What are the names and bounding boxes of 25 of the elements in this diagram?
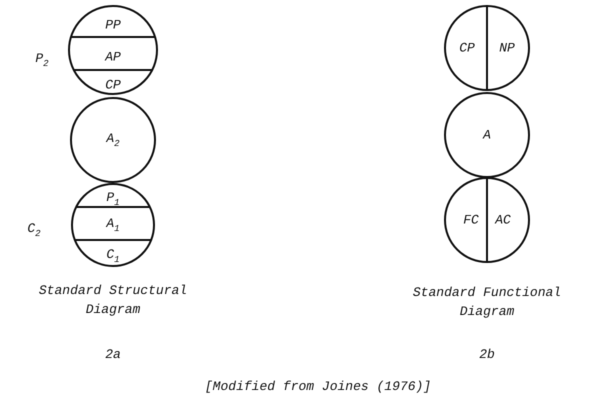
ego-state-circle xyxy=(444,177,530,263)
ego-state-label: A$_{2}$ xyxy=(106,132,120,148)
side-label: P$_{2}$ xyxy=(35,52,49,68)
ego-state-circle xyxy=(71,183,155,267)
ego-state-label: CP xyxy=(105,78,121,92)
ego-state-circle xyxy=(70,97,156,183)
ego-state-label: NP xyxy=(499,42,515,54)
ego-state-label: C$_{1}$ xyxy=(106,248,120,264)
ego-state-label: CP xyxy=(459,42,475,54)
caption: [Modified from Joines (1976)] xyxy=(204,378,432,396)
ego-state-circle xyxy=(444,92,530,178)
ego-state-label: AP xyxy=(105,50,121,64)
ego-state-label: PP xyxy=(105,18,121,32)
ego-state-circle xyxy=(68,5,158,95)
ego-state-label: FC xyxy=(463,214,479,226)
ego-state-circle xyxy=(444,5,530,91)
figure-number: 2a xyxy=(104,346,122,364)
figure-label: Standard Structural Diagram xyxy=(38,282,188,319)
ego-state-label: P$_{1}$ xyxy=(106,191,120,207)
ego-state-label: AC xyxy=(495,214,511,226)
side-label: C$_{2}$ xyxy=(27,222,41,238)
ego-state-label: A$_{1}$ xyxy=(106,217,120,233)
figure-label: Standard Functional Diagram xyxy=(412,284,562,321)
ego-state-label: A xyxy=(483,128,491,142)
figure-number: 2b xyxy=(478,346,496,364)
